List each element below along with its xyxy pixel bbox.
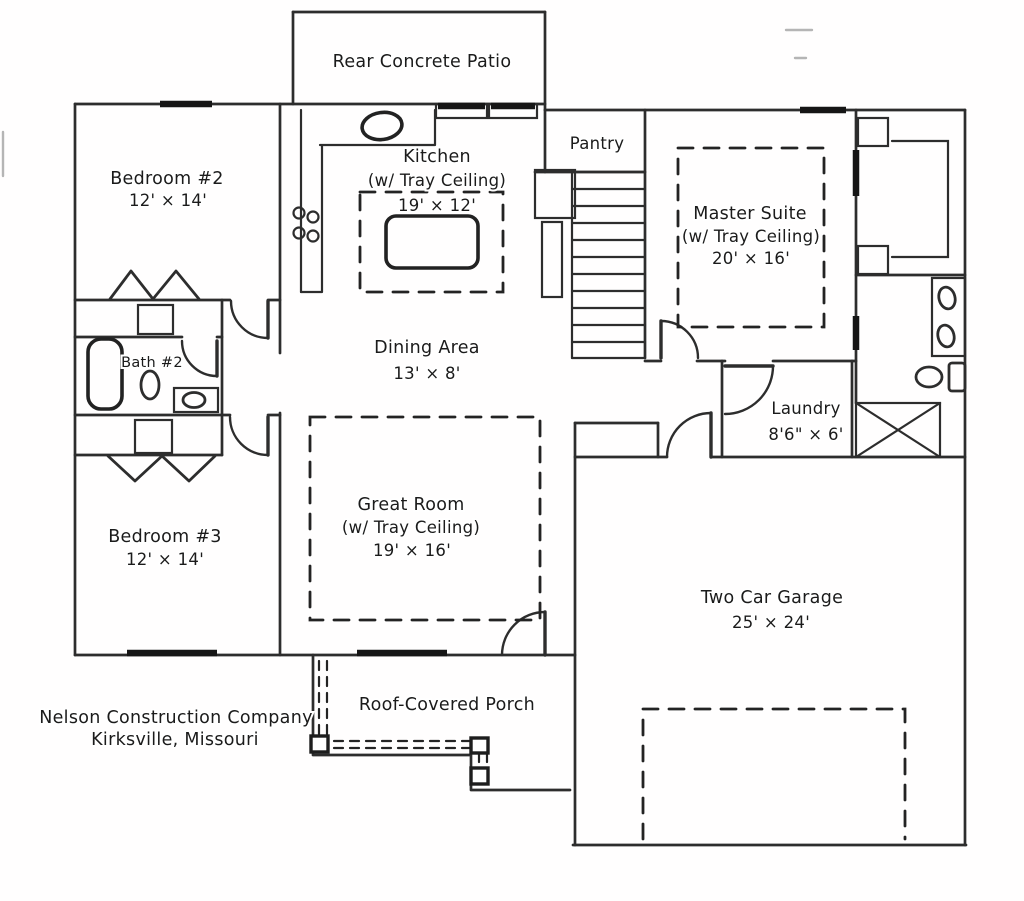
- kitchen-fixtures: [292, 108, 577, 299]
- windows: [127, 100, 846, 657]
- garage-bay-outline: [641, 707, 907, 841]
- porch-post: [469, 766, 490, 786]
- bath2-fixtures: [86, 337, 220, 414]
- porch: [309, 653, 572, 792]
- door-bath2: [180, 339, 219, 378]
- cooktop-burners: [292, 206, 320, 243]
- label-bedroom3: Bedroom #3: [108, 527, 222, 547]
- label-bedroom2-dims: 12' × 14': [129, 191, 207, 210]
- pencil-smudges: [1, 28, 814, 178]
- kitchen-sink: [360, 110, 404, 142]
- label-kitchen-dims: 19' × 12': [398, 196, 476, 215]
- dashed-outlines: [308, 146, 907, 841]
- door-bedroom3: [228, 415, 270, 457]
- label-master: Master Suite: [693, 204, 807, 224]
- label-bedroom3-dims: 12' × 14': [126, 550, 204, 569]
- label-laundry: Laundry: [771, 399, 840, 418]
- room-labels: Rear Concrete Patio Kitchen (w/ Tray Cei…: [37, 50, 845, 752]
- label-kitchen: Kitchen: [403, 147, 471, 167]
- label-master-dims: 20' × 16': [712, 249, 790, 268]
- vanity-sink: [937, 285, 957, 311]
- label-laundry-dims: 8'6" × 6': [768, 425, 843, 444]
- door-garage-entry: [665, 411, 713, 459]
- vanity-sink: [181, 391, 207, 409]
- shower-fixture: [854, 401, 942, 459]
- tray-ceiling-kitchen: [358, 190, 505, 294]
- closet-box-bedroom3: [133, 418, 174, 455]
- label-patio: Rear Concrete Patio: [333, 52, 512, 72]
- toilet-tank: [947, 361, 967, 393]
- double-vanity: [930, 276, 967, 358]
- patio-outline: [291, 10, 547, 112]
- footer-location: Kirksville, Missouri: [91, 730, 259, 750]
- toilet-fixture: [139, 369, 161, 401]
- door-master-suite: [659, 319, 700, 360]
- closet-box-bedroom2: [136, 303, 175, 336]
- label-great-room: Great Room: [357, 495, 464, 515]
- porch-post: [309, 734, 330, 754]
- closet-rod-bedroom2: [108, 269, 201, 301]
- toilet-fixture: [914, 365, 944, 389]
- door-bedroom2: [229, 299, 270, 340]
- label-pantry: Pantry: [570, 134, 625, 153]
- stairs: [570, 170, 647, 360]
- label-bedroom2: Bedroom #2: [110, 169, 224, 189]
- label-great-room-dims: 19' × 16': [373, 541, 451, 560]
- vanity-fixture: [172, 386, 220, 414]
- doors: [180, 299, 775, 657]
- vanity-sink: [936, 323, 956, 349]
- interior-walls: [73, 102, 967, 657]
- label-master-note: (w/ Tray Ceiling): [682, 227, 820, 246]
- bathtub-fixture: [86, 337, 124, 411]
- door-front-entry: [500, 610, 547, 657]
- label-dining-dims: 13' × 8': [393, 364, 460, 383]
- label-kitchen-note: (w/ Tray Ceiling): [368, 171, 506, 190]
- master-bath-fixtures: [854, 276, 967, 459]
- tall-cabinet: [540, 220, 564, 299]
- closet-rod-bedroom3: [106, 454, 217, 483]
- kitchen-island: [384, 214, 480, 270]
- tray-ceiling-master: [676, 146, 826, 329]
- tray-ceiling-great-room: [308, 415, 542, 622]
- door-laundry: [723, 364, 775, 416]
- label-porch: Roof-Covered Porch: [359, 695, 535, 715]
- master-closet: [856, 116, 950, 276]
- label-garage: Two Car Garage: [700, 588, 843, 608]
- label-dining: Dining Area: [374, 338, 480, 358]
- label-bath2: Bath #2: [121, 355, 183, 371]
- exterior-walls: [73, 102, 968, 847]
- porch-post: [469, 736, 490, 755]
- label-garage-dims: 25' × 24': [732, 613, 810, 632]
- closets: [106, 269, 217, 483]
- tall-cabinet: [533, 168, 577, 220]
- label-great-room-note: (w/ Tray Ceiling): [342, 518, 480, 537]
- footer-company: Nelson Construction Company: [39, 708, 313, 728]
